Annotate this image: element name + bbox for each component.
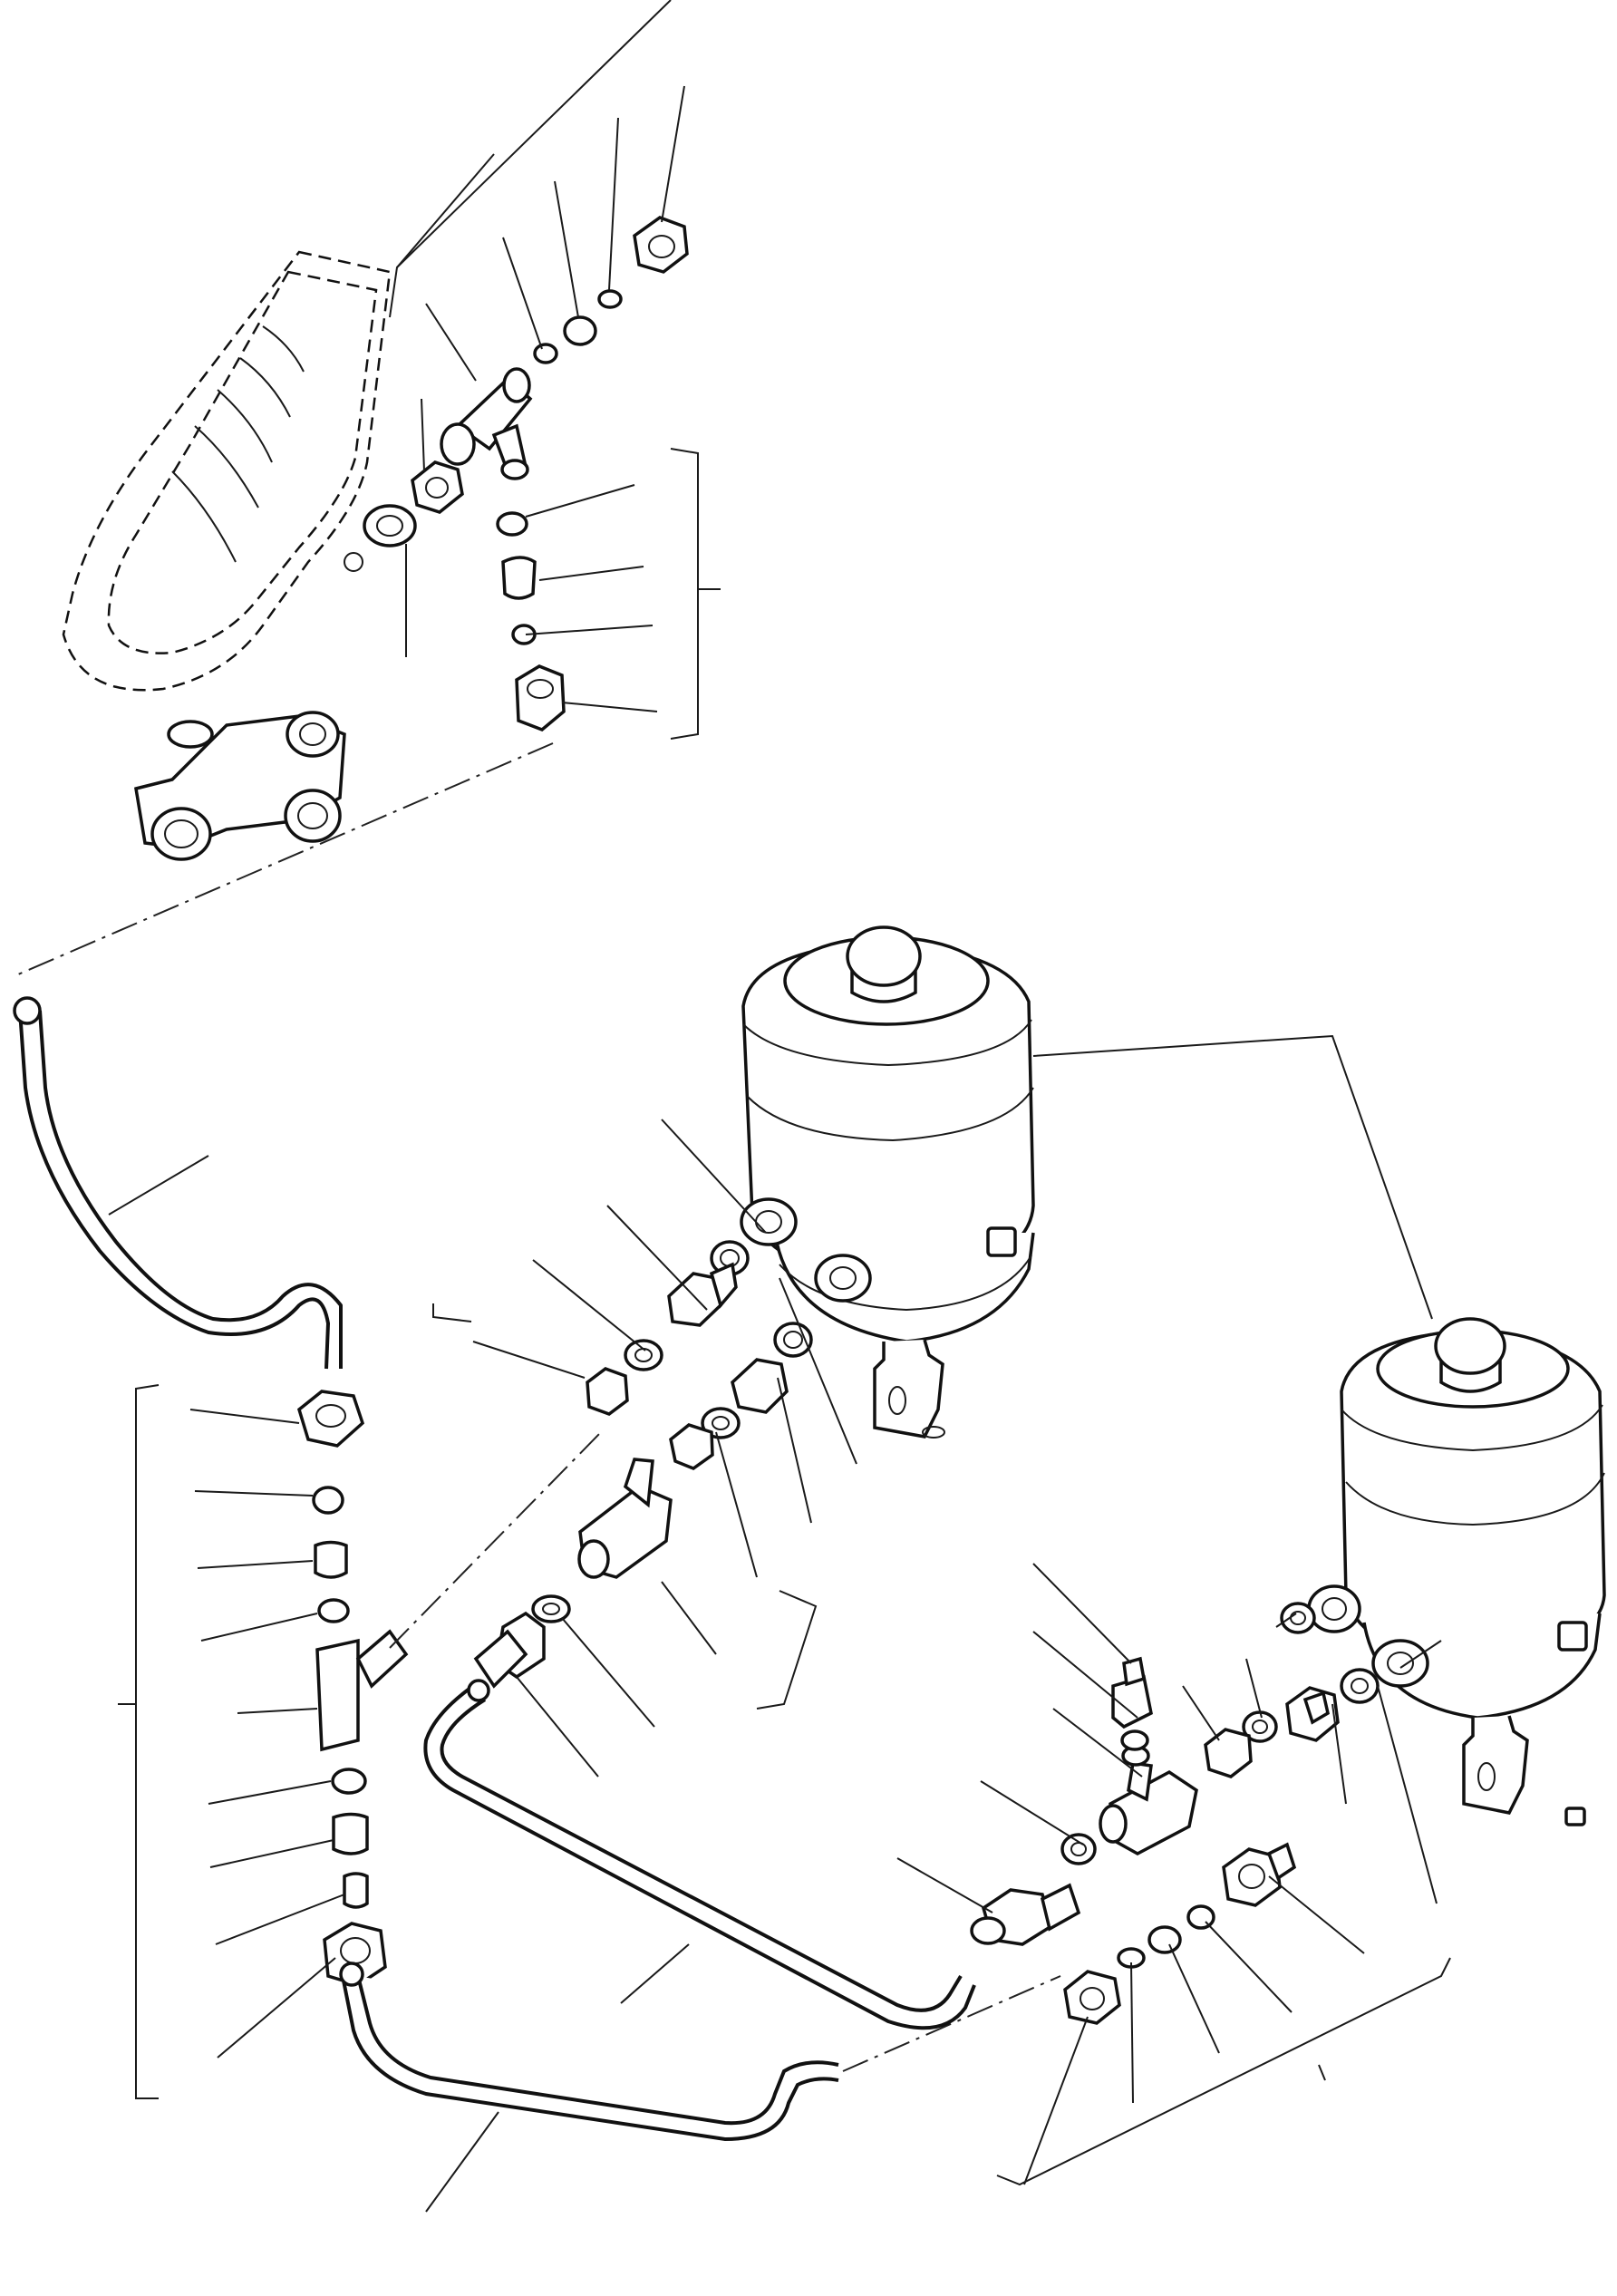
tube-bottom[interactable]	[339, 1962, 1061, 2213]
brake-valve-pedal[interactable]	[62, 250, 392, 861]
brake-chamber-lower[interactable]	[1307, 1317, 1606, 1826]
fittings-upper-chamber	[586, 1240, 813, 1470]
tube-left[interactable]	[13, 996, 343, 1370]
brake-chamber-upper[interactable]	[740, 925, 1035, 1439]
tee-fitting-top[interactable]	[440, 367, 533, 480]
tee-fitting-center[interactable]	[473, 1458, 673, 1689]
leader-lines-top	[17, 0, 721, 975]
fittings-top-chain	[363, 216, 689, 732]
tee-fitting-right[interactable]	[970, 1602, 1380, 1946]
tee-fitting-left[interactable]	[296, 1390, 409, 1987]
tube-center[interactable]	[423, 1679, 976, 2030]
leader-lines-center	[432, 1034, 1433, 1778]
leader-lines-right	[896, 1563, 1451, 2186]
leader-lines-left	[118, 1384, 604, 2099]
fittings-bottom-right	[1063, 1842, 1297, 2025]
